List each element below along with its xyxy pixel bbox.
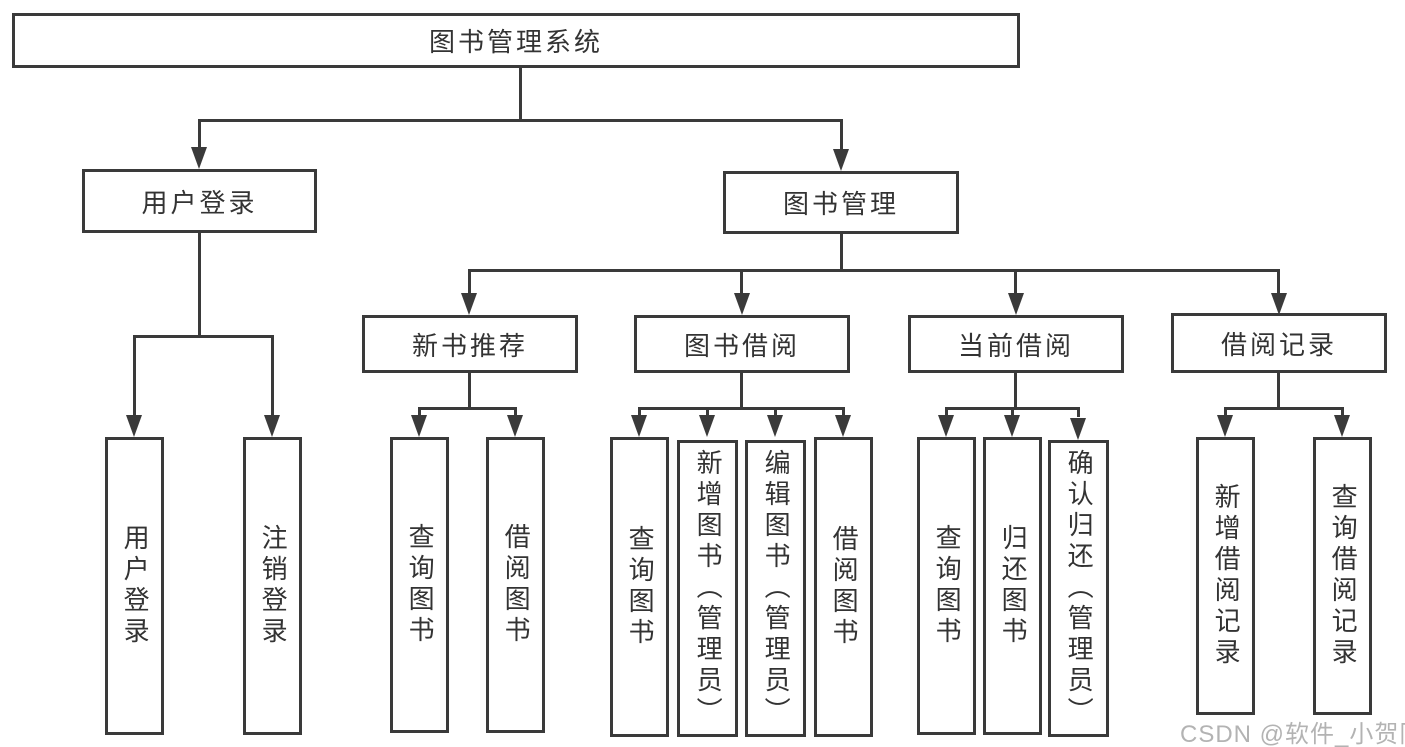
connector-sec4-stem: [1277, 373, 1280, 409]
connector-mgmt-hline: [468, 269, 1280, 272]
node-borrow-books-recommend: 借阅图书: [486, 437, 545, 733]
node-label: 归还图书: [998, 524, 1029, 648]
arrow-down-icon: [1070, 418, 1086, 440]
connector-sec3-stem: [1014, 373, 1017, 409]
connector-root-stem: [519, 68, 522, 120]
node-logout-action: 注销登录: [243, 437, 302, 735]
connector-login-stem: [198, 233, 201, 337]
arrow-down-icon: [126, 415, 142, 437]
connector-mgmt-drop: [840, 119, 843, 149]
connector-sec3-drop: [1014, 269, 1017, 295]
connector-drop: [774, 407, 777, 417]
connector-login-drop: [198, 119, 201, 149]
connector-drop: [514, 407, 517, 417]
arrow-down-icon: [1008, 293, 1024, 315]
connector-sec1-drop: [468, 269, 471, 295]
node-add-books-admin: 新增图书（管理员）: [677, 440, 738, 737]
connector-sec4-hline: [1224, 407, 1343, 410]
node-add-borrow-record: 新增借阅记录: [1196, 437, 1255, 715]
connector-login-leaf2-drop: [271, 335, 274, 417]
arrow-down-icon: [767, 415, 783, 437]
node-label: 用户登录: [120, 524, 151, 648]
node-book-borrowing: 图书借阅: [634, 315, 850, 373]
node-label: 借阅图书: [501, 523, 532, 647]
node-label: 编辑图书（管理员）: [761, 449, 792, 728]
connector-drop: [945, 407, 948, 417]
arrow-down-icon: [833, 149, 849, 171]
arrow-down-icon: [835, 415, 851, 437]
node-book-management: 图书管理: [723, 171, 959, 234]
arrow-down-icon: [1217, 415, 1233, 437]
node-query-borrow-record: 查询借阅记录: [1313, 437, 1372, 715]
node-label: 查询借阅记录: [1328, 483, 1359, 669]
csdn-watermark: CSDN @软件_小贺同学: [1180, 721, 1405, 747]
node-query-books-current: 查询图书: [917, 437, 976, 735]
node-borrowing-records: 借阅记录: [1171, 313, 1387, 373]
node-borrow-books-borrowing: 借阅图书: [814, 437, 873, 737]
connector-drop: [1224, 407, 1227, 417]
node-user-login-action: 用户登录: [105, 437, 164, 735]
arrow-down-icon: [1271, 293, 1287, 315]
node-label: 查询图书: [932, 524, 963, 648]
node-confirm-return-admin: 确认归还（管理员）: [1048, 440, 1109, 737]
connector-mgmt-stem: [840, 234, 843, 271]
node-query-books-recommend: 查询图书: [390, 437, 449, 733]
connector-drop: [1077, 407, 1080, 417]
connector-sec1-hline: [418, 407, 517, 410]
node-new-book-recommendation: 新书推荐: [362, 315, 578, 373]
arrow-down-icon: [461, 293, 477, 315]
node-root: 图书管理系统: [12, 13, 1020, 68]
connector-drop: [638, 407, 641, 417]
node-label: 查询图书: [625, 525, 656, 649]
node-label: 查询图书: [405, 523, 436, 647]
connector-sec2-stem: [740, 373, 743, 409]
arrow-down-icon: [699, 415, 715, 437]
node-label: 新增借阅记录: [1211, 483, 1242, 669]
arrow-down-icon: [938, 415, 954, 437]
connector-drop: [842, 407, 845, 417]
connector-sec1-stem: [468, 373, 471, 409]
connector-sec2-drop: [740, 269, 743, 295]
node-label: 注销登录: [258, 524, 289, 648]
connector-sec2-hline: [638, 407, 845, 410]
node-return-books: 归还图书: [983, 437, 1042, 735]
node-label: 新增图书（管理员）: [693, 449, 724, 728]
arrow-down-icon: [264, 415, 280, 437]
node-user-login: 用户登录: [82, 169, 317, 233]
connector-drop: [418, 407, 421, 417]
node-current-borrowing: 当前借阅: [908, 315, 1124, 373]
node-edit-books-admin: 编辑图书（管理员）: [745, 440, 806, 737]
node-label: 确认归还（管理员）: [1064, 449, 1095, 728]
arrow-down-icon: [1004, 415, 1020, 437]
connector-root-hline: [198, 119, 843, 122]
node-query-books-borrowing: 查询图书: [610, 437, 669, 737]
arrow-down-icon: [631, 415, 647, 437]
connector-login-hline: [133, 335, 274, 338]
arrow-down-icon: [734, 293, 750, 315]
connector-sec4-drop: [1277, 269, 1280, 295]
arrow-down-icon: [411, 415, 427, 437]
node-label: 借阅图书: [829, 525, 860, 649]
arrow-down-icon: [507, 415, 523, 437]
connector-drop: [1341, 407, 1344, 417]
arrow-down-icon: [191, 147, 207, 169]
arrow-down-icon: [1334, 415, 1350, 437]
connector-login-leaf1-drop: [133, 335, 136, 417]
connector-drop: [1011, 407, 1014, 417]
connector-drop: [706, 407, 709, 417]
